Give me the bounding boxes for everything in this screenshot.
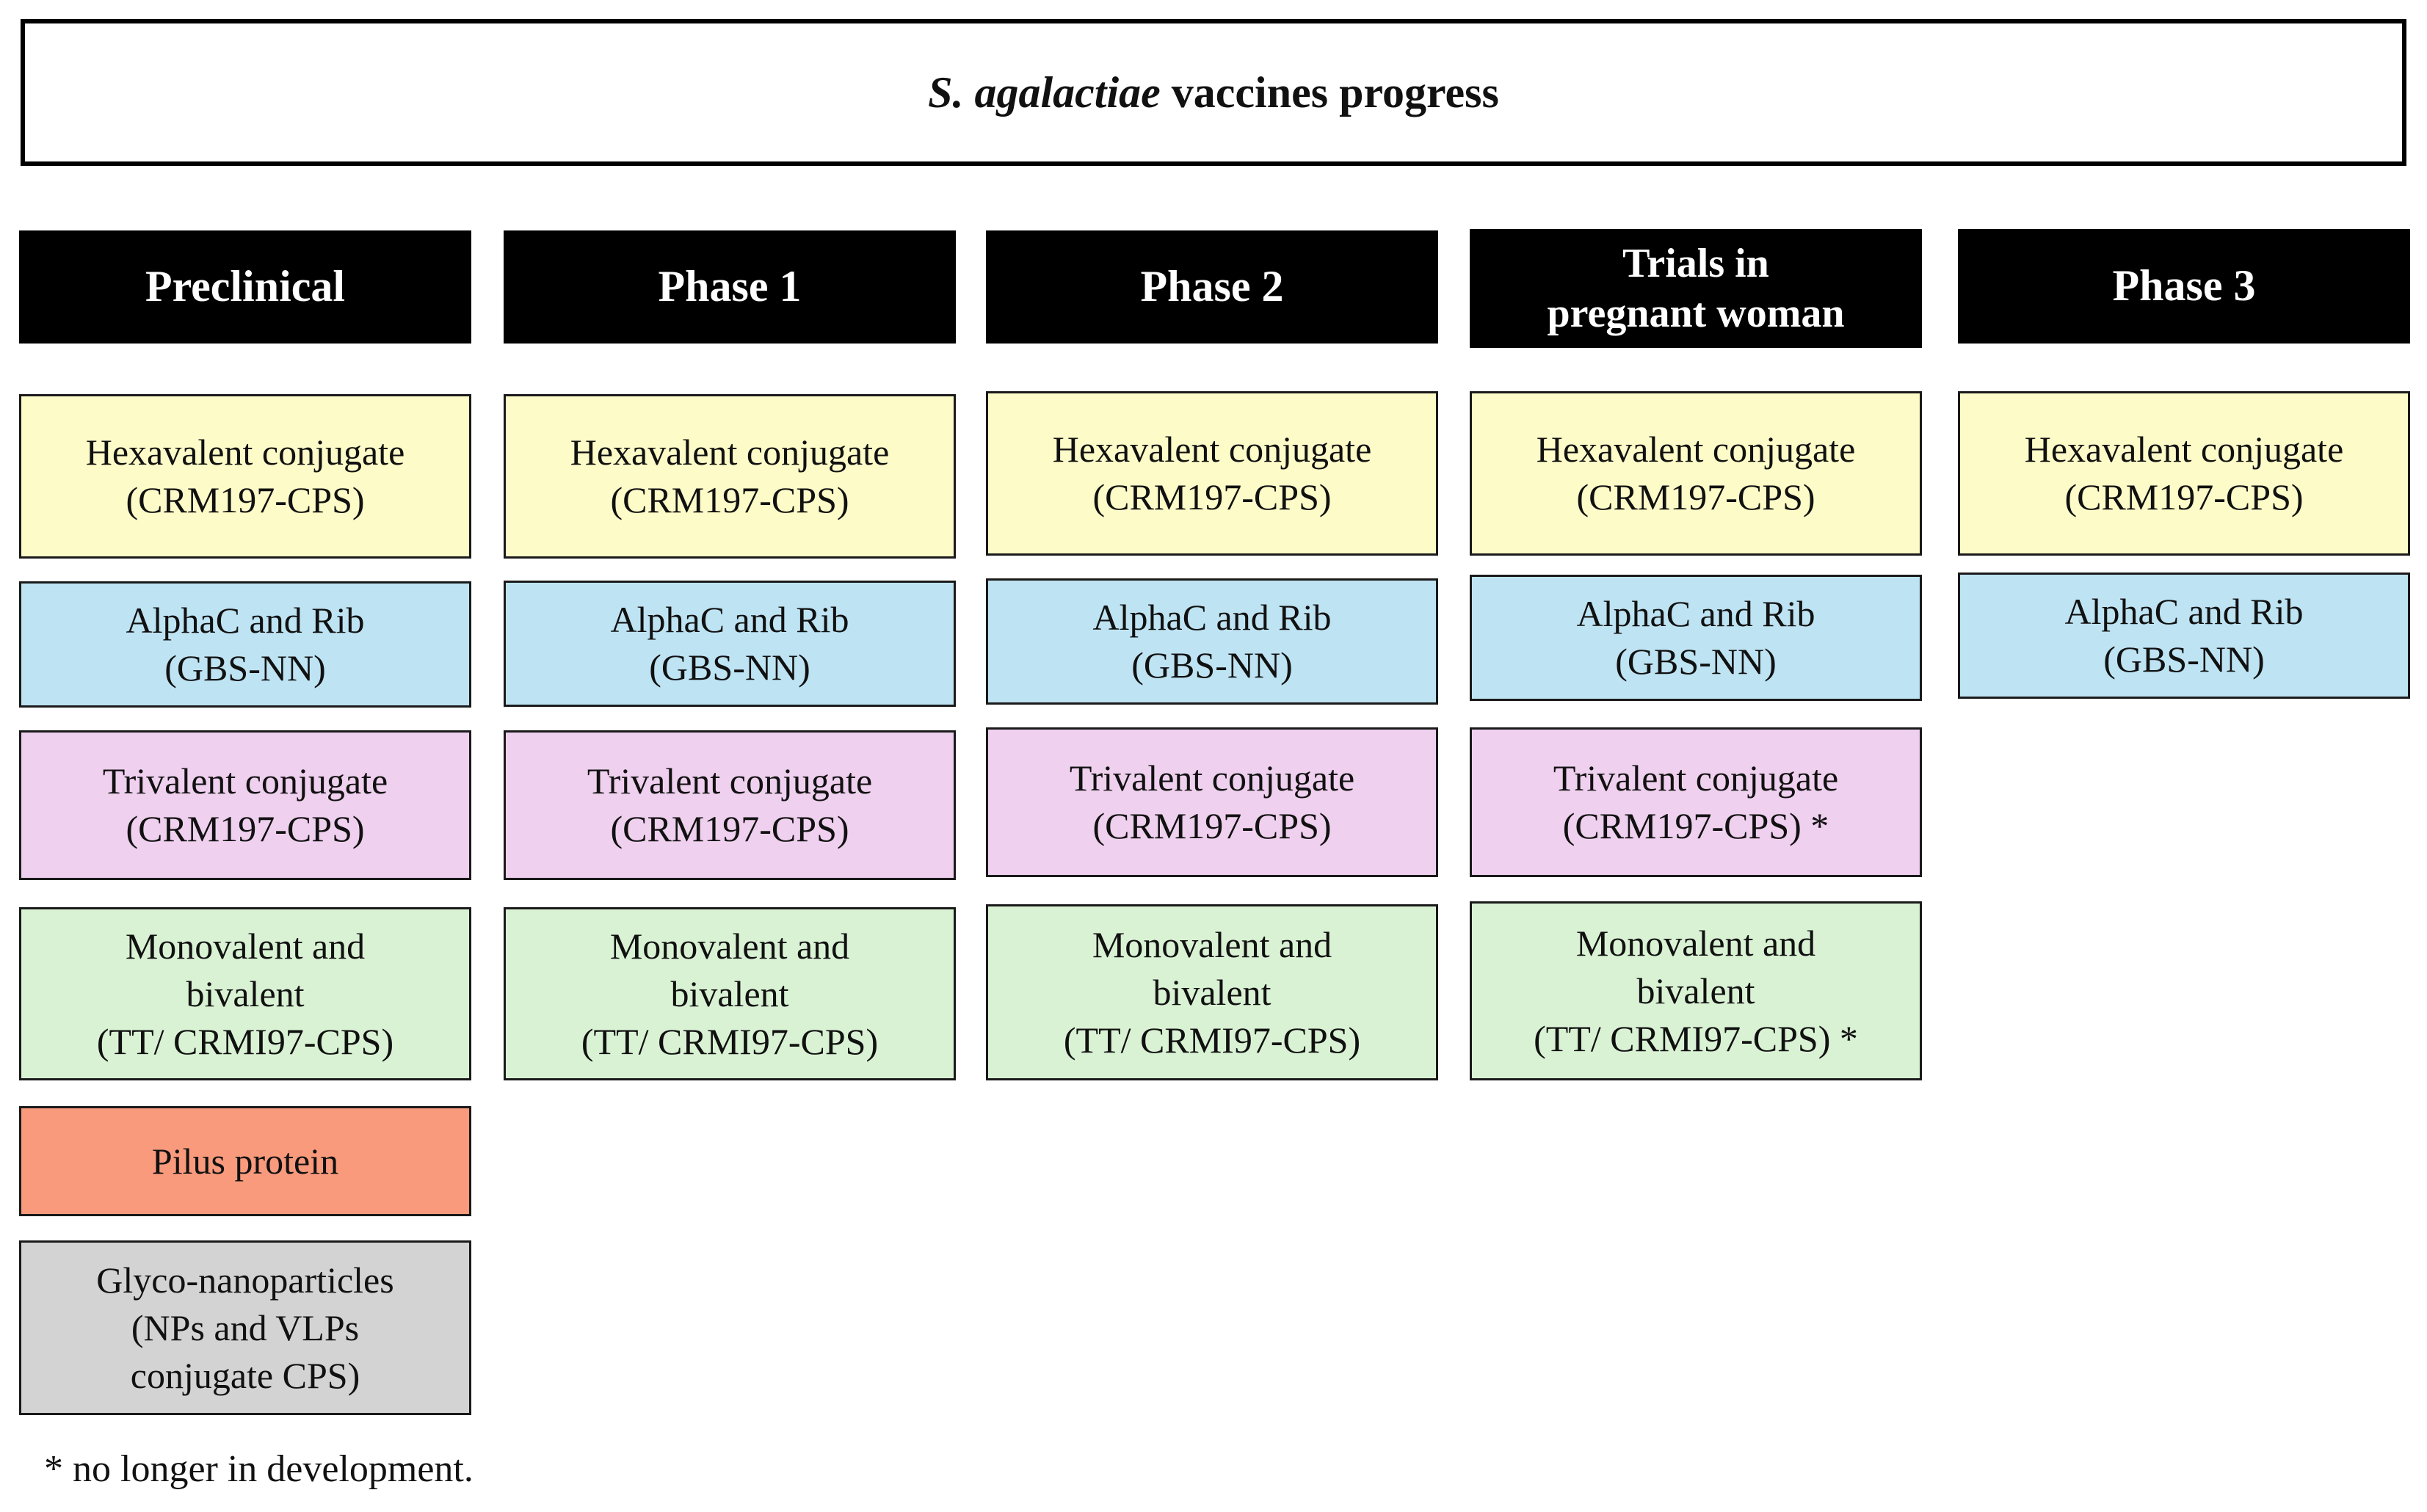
column-trials-pregnant-woman: Trials in pregnant woman Hexavalent conj… <box>1470 229 1922 1095</box>
card-hexavalent-conjugate: Hexavalent conjugate(CRM197-CPS) <box>1958 391 2410 556</box>
card-trivalent-conjugate-discontinued: Trivalent conjugate(CRM197-CPS) * <box>1470 727 1922 877</box>
title-rest: vaccines progress <box>1160 68 1499 117</box>
card-hexavalent-conjugate: Hexavalent conjugate(CRM197-CPS) <box>986 391 1438 556</box>
diagram-title: S. agalactiae vaccines progress <box>21 19 2406 166</box>
column-phase-2: Phase 2 Hexavalent conjugate(CRM197-CPS)… <box>986 230 1438 1097</box>
card-hexavalent-conjugate: Hexavalent conjugate(CRM197-CPS) <box>504 394 956 559</box>
column-header-phase-3: Phase 3 <box>1958 229 2410 344</box>
card-hexavalent-conjugate: Hexavalent conjugate(CRM197-CPS) <box>19 394 471 559</box>
column-header-trials-pregnant-woman: Trials in pregnant woman <box>1470 229 1922 348</box>
card-alphac-rib: AlphaC and Rib(GBS-NN) <box>1470 575 1922 701</box>
card-alphac-rib: AlphaC and Rib(GBS-NN) <box>986 578 1438 705</box>
column-phase-1: Phase 1 Hexavalent conjugate(CRM197-CPS)… <box>504 230 956 1097</box>
card-pilus-protein: Pilus protein <box>19 1106 471 1216</box>
footnote: * no longer in development. <box>44 1448 474 1490</box>
column-header-phase-1: Phase 1 <box>504 230 956 344</box>
card-alphac-rib: AlphaC and Rib(GBS-NN) <box>1958 573 2410 699</box>
card-trivalent-conjugate: Trivalent conjugate(CRM197-CPS) <box>19 730 471 880</box>
title-species: S. agalactiae <box>928 68 1161 117</box>
column-preclinical: Preclinical Hexavalent conjugate(CRM197-… <box>19 230 471 1420</box>
column-header-preclinical: Preclinical <box>19 230 471 344</box>
card-trivalent-conjugate: Trivalent conjugate(CRM197-CPS) <box>504 730 956 880</box>
card-trivalent-conjugate: Trivalent conjugate(CRM197-CPS) <box>986 727 1438 877</box>
column-header-phase-2: Phase 2 <box>986 230 1438 344</box>
column-phase-3: Phase 3 Hexavalent conjugate(CRM197-CPS)… <box>1958 229 2410 699</box>
card-alphac-rib: AlphaC and Rib(GBS-NN) <box>504 581 956 707</box>
card-hexavalent-conjugate: Hexavalent conjugate(CRM197-CPS) <box>1470 391 1922 556</box>
card-alphac-rib: AlphaC and Rib(GBS-NN) <box>19 581 471 708</box>
